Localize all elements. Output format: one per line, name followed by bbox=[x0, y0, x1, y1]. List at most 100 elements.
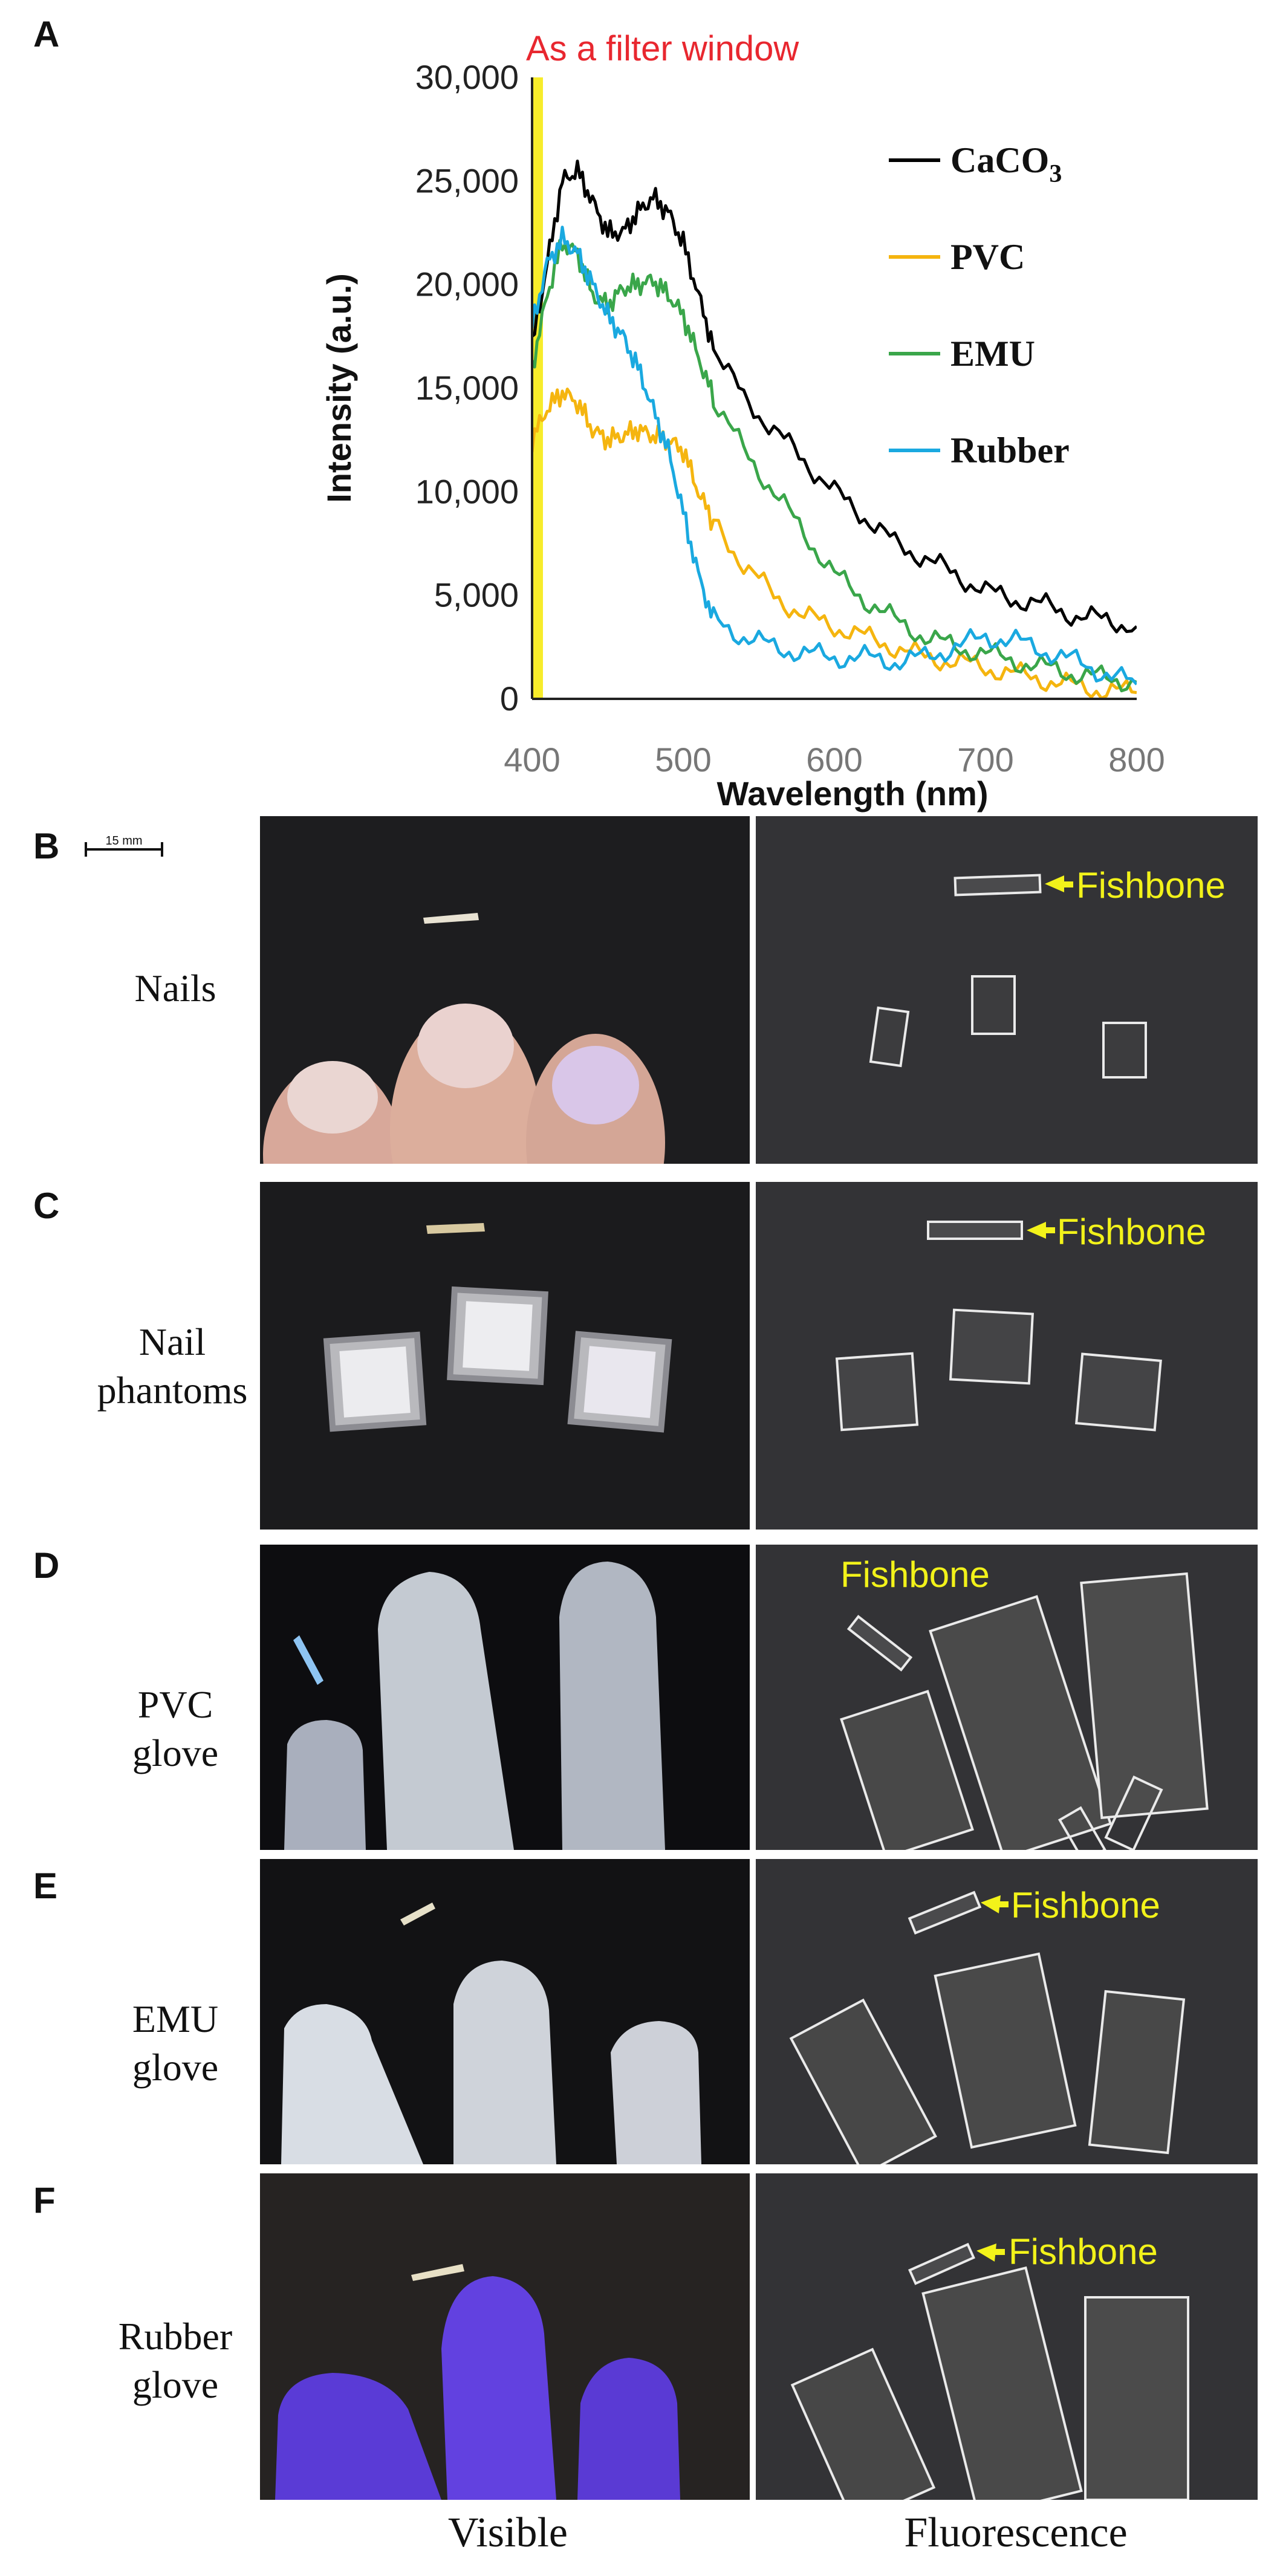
row-label-nails: Nails bbox=[85, 964, 266, 1013]
glove-region-box bbox=[921, 2266, 1083, 2500]
panel-label-d: D bbox=[33, 1545, 60, 1586]
glove-region-box bbox=[929, 1595, 1113, 1850]
row-label-line: glove bbox=[132, 1731, 219, 1774]
row-label-nail-phantoms: Nail phantoms bbox=[82, 1318, 263, 1415]
row-label-line: EMU bbox=[132, 1997, 219, 2040]
filter-window-annotation: As a filter window bbox=[526, 29, 799, 68]
fishbone-sample bbox=[411, 2264, 464, 2281]
phantom-region-box bbox=[1075, 1352, 1162, 1432]
fishbone-sample bbox=[293, 1635, 323, 1685]
glove-finger bbox=[453, 1961, 556, 2164]
glove-region-box bbox=[790, 2347, 936, 2500]
x-tick-label: 700 bbox=[957, 741, 1013, 779]
visible-photo-pvc-glove bbox=[260, 1545, 750, 1850]
y-axis-title: Intensity (a.u.) bbox=[320, 273, 358, 503]
x-tick-label: 800 bbox=[1108, 741, 1165, 779]
glove-finger bbox=[284, 1720, 366, 1850]
fingernail bbox=[417, 1004, 514, 1088]
row-label-line: Rubber bbox=[118, 2315, 233, 2358]
fishbone-label: Fishbone bbox=[1076, 865, 1226, 906]
glove-finger bbox=[378, 1572, 514, 1850]
fishbone-highlight-box bbox=[846, 1615, 913, 1672]
column-label-visible: Visible bbox=[447, 2509, 568, 2556]
fingernail bbox=[552, 1046, 639, 1124]
fingernail bbox=[287, 1061, 378, 1134]
fishbone-label: Fishbone bbox=[1009, 2231, 1158, 2272]
legend-label: PVC bbox=[950, 237, 1025, 277]
panel-label-f: F bbox=[33, 2180, 56, 2221]
glove-region-box bbox=[934, 1952, 1077, 2149]
fluorescence-image-nails: Fishbone bbox=[756, 816, 1258, 1164]
y-tick-label: 30,000 bbox=[415, 58, 519, 96]
fluorescence-image-nail-phantoms: Fishbone bbox=[756, 1182, 1258, 1530]
nail-region-box bbox=[869, 1006, 910, 1068]
row-label-rubber-glove: Rubber glove bbox=[79, 2312, 272, 2409]
y-tick-label: 10,000 bbox=[415, 472, 519, 510]
y-axis-ticks: 0 5,000 10,000 15,000 20,000 25,000 30,000 bbox=[415, 58, 519, 718]
spectrum-chart: 0 5,000 10,000 15,000 20,000 25,000 30,000 400… bbox=[320, 29, 1165, 813]
x-axis-title: Wavelength (nm) bbox=[716, 774, 988, 813]
fishbone-label: Fishbone bbox=[840, 1554, 990, 1595]
y-tick-label: 20,000 bbox=[415, 265, 519, 303]
arrow-icon bbox=[1045, 875, 1064, 892]
visible-photo-nail-phantoms bbox=[260, 1182, 750, 1530]
phantom-region-box bbox=[835, 1352, 919, 1432]
column-label-fluorescence: Fluorescence bbox=[904, 2509, 1128, 2556]
row-label-line: PVC bbox=[137, 1683, 213, 1726]
row-label-nails-text: Nails bbox=[134, 967, 216, 1010]
glove-region-box bbox=[840, 1690, 974, 1850]
fluorescence-image-rubber-glove: Fishbone bbox=[756, 2173, 1258, 2500]
arrow-icon bbox=[981, 1895, 1001, 1913]
series-line-rubber bbox=[531, 225, 1137, 686]
fluorescence-image-pvc-glove: Fishbone bbox=[756, 1545, 1258, 1850]
panel-label-b: B bbox=[33, 826, 60, 866]
panel-label-c: C bbox=[33, 1186, 60, 1226]
nail-region-box bbox=[1102, 1022, 1147, 1079]
fishbone-sample bbox=[400, 1903, 435, 1926]
scale-bar-line bbox=[85, 842, 163, 857]
scale-bar: 15 mm bbox=[85, 834, 163, 857]
row-label-pvc-glove: PVC glove bbox=[85, 1681, 266, 1777]
glove-finger bbox=[559, 1562, 665, 1850]
y-tick-label: 5,000 bbox=[434, 576, 519, 614]
phantom-region-box bbox=[949, 1308, 1034, 1385]
fishbone-highlight-box bbox=[954, 874, 1042, 897]
row-label-emu-glove: EMU glove bbox=[85, 1995, 266, 2092]
row-label-line: Nail bbox=[138, 1320, 206, 1363]
x-tick-label: 600 bbox=[806, 741, 862, 779]
glove-region-box bbox=[1088, 1990, 1186, 2155]
glove-region-box bbox=[1084, 2296, 1189, 2500]
fluorescence-image-emu-glove: Fishbone bbox=[756, 1859, 1258, 2164]
visible-photo-rubber-glove bbox=[260, 2173, 750, 2500]
fishbone-label: Fishbone bbox=[1057, 1212, 1206, 1252]
nail-region-box bbox=[971, 975, 1016, 1035]
glove-finger bbox=[577, 2358, 680, 2500]
x-tick-label: 400 bbox=[504, 741, 560, 779]
legend-label: CaCO3 bbox=[950, 140, 1062, 188]
panel-label-e: E bbox=[33, 1866, 58, 1906]
x-tick-label: 500 bbox=[655, 741, 711, 779]
legend-label: Rubber bbox=[950, 430, 1070, 470]
series-line-pvc bbox=[531, 388, 1137, 700]
y-tick-label: 0 bbox=[500, 680, 519, 718]
glove-finger bbox=[281, 2004, 423, 2164]
filter-window-band bbox=[533, 77, 543, 698]
y-tick-label: 15,000 bbox=[415, 369, 519, 407]
row-label-line: glove bbox=[132, 2046, 219, 2089]
visible-photo-emu-glove bbox=[260, 1859, 750, 2164]
fishbone-highlight-box bbox=[927, 1221, 1023, 1240]
arrow-icon bbox=[1027, 1222, 1046, 1239]
arrow-icon bbox=[976, 2243, 996, 2262]
glove-finger bbox=[275, 2373, 441, 2500]
glove-finger bbox=[441, 2276, 556, 2500]
glove-finger bbox=[611, 2021, 701, 2164]
panel-label-a: A bbox=[33, 14, 60, 54]
legend-label: EMU bbox=[950, 334, 1035, 374]
scale-bar-label: 15 mm bbox=[105, 834, 143, 848]
y-tick-label: 25,000 bbox=[415, 161, 519, 200]
fishbone-sample bbox=[426, 1223, 485, 1234]
fishbone-highlight-box bbox=[908, 1890, 982, 1935]
fishbone-highlight-box bbox=[908, 2242, 975, 2285]
series-line-caco bbox=[531, 160, 1137, 634]
